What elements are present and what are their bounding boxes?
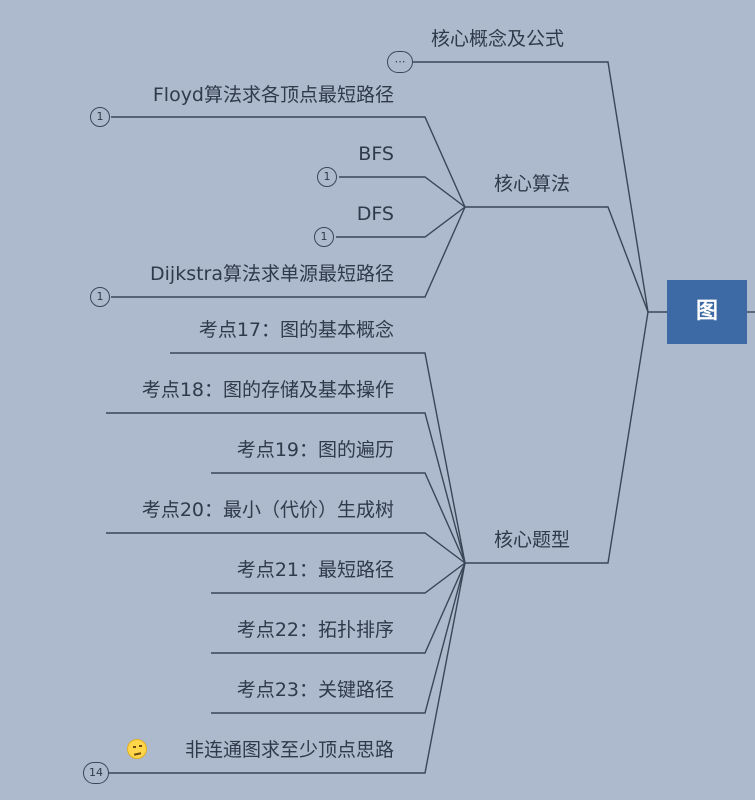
connector-q23 <box>211 562 466 714</box>
topic-q17[interactable]: 考点17：图的基本概念 <box>198 319 394 341</box>
topic-nonconnected-badge[interactable]: 14 <box>83 762 109 784</box>
connector-root-algorithms <box>465 206 649 313</box>
topic-dfs-badge[interactable]: 1 <box>314 227 334 247</box>
connector-q18 <box>106 412 466 564</box>
collapsed-more-icon[interactable]: ⋯ <box>387 51 413 73</box>
connector-root-concepts <box>413 61 667 313</box>
connector-q22 <box>211 562 466 654</box>
topic-floyd[interactable]: Floyd算法求各顶点最短路径 <box>152 84 394 106</box>
connector-floyd <box>111 116 466 208</box>
connector-q20 <box>106 532 466 564</box>
connector-bfs <box>339 176 466 208</box>
connector-q21 <box>211 562 466 594</box>
root-topic[interactable]: 图 <box>667 280 747 344</box>
topic-q20[interactable]: 考点20：最小（代价）生成树 <box>141 499 394 521</box>
topic-q21[interactable]: 考点21：最短路径 <box>236 559 394 581</box>
connector-dijkstra <box>111 206 466 298</box>
connector-root-questions <box>465 311 649 564</box>
topic-q23[interactable]: 考点23：关键路径 <box>236 679 394 701</box>
topic-bfs[interactable]: BFS <box>358 143 394 165</box>
topic-bfs-badge[interactable]: 1 <box>317 167 337 187</box>
connector-nonconnected <box>108 562 466 774</box>
connector-dfs <box>336 206 466 238</box>
connector-q19 <box>211 472 466 564</box>
topic-q22[interactable]: 考点22：拓扑排序 <box>236 619 394 641</box>
topic-dfs[interactable]: DFS <box>356 203 394 225</box>
branch-algorithms-label[interactable]: 核心算法 <box>494 173 571 195</box>
topic-dijkstra[interactable]: Dijkstra算法求单源最短路径 <box>150 263 394 285</box>
branch-concepts-label[interactable]: 核心概念及公式 <box>431 28 565 50</box>
topic-floyd-badge[interactable]: 1 <box>90 107 110 127</box>
confused-face-icon <box>127 739 147 759</box>
topic-dijkstra-badge[interactable]: 1 <box>90 287 110 307</box>
topic-q19[interactable]: 考点19：图的遍历 <box>236 439 394 461</box>
connector-q17 <box>170 352 466 564</box>
topic-nonconnected[interactable]: 非连通图求至少顶点思路 <box>184 739 394 761</box>
topic-q18[interactable]: 考点18：图的存储及基本操作 <box>141 379 394 401</box>
branch-questions-label[interactable]: 核心题型 <box>494 529 571 551</box>
